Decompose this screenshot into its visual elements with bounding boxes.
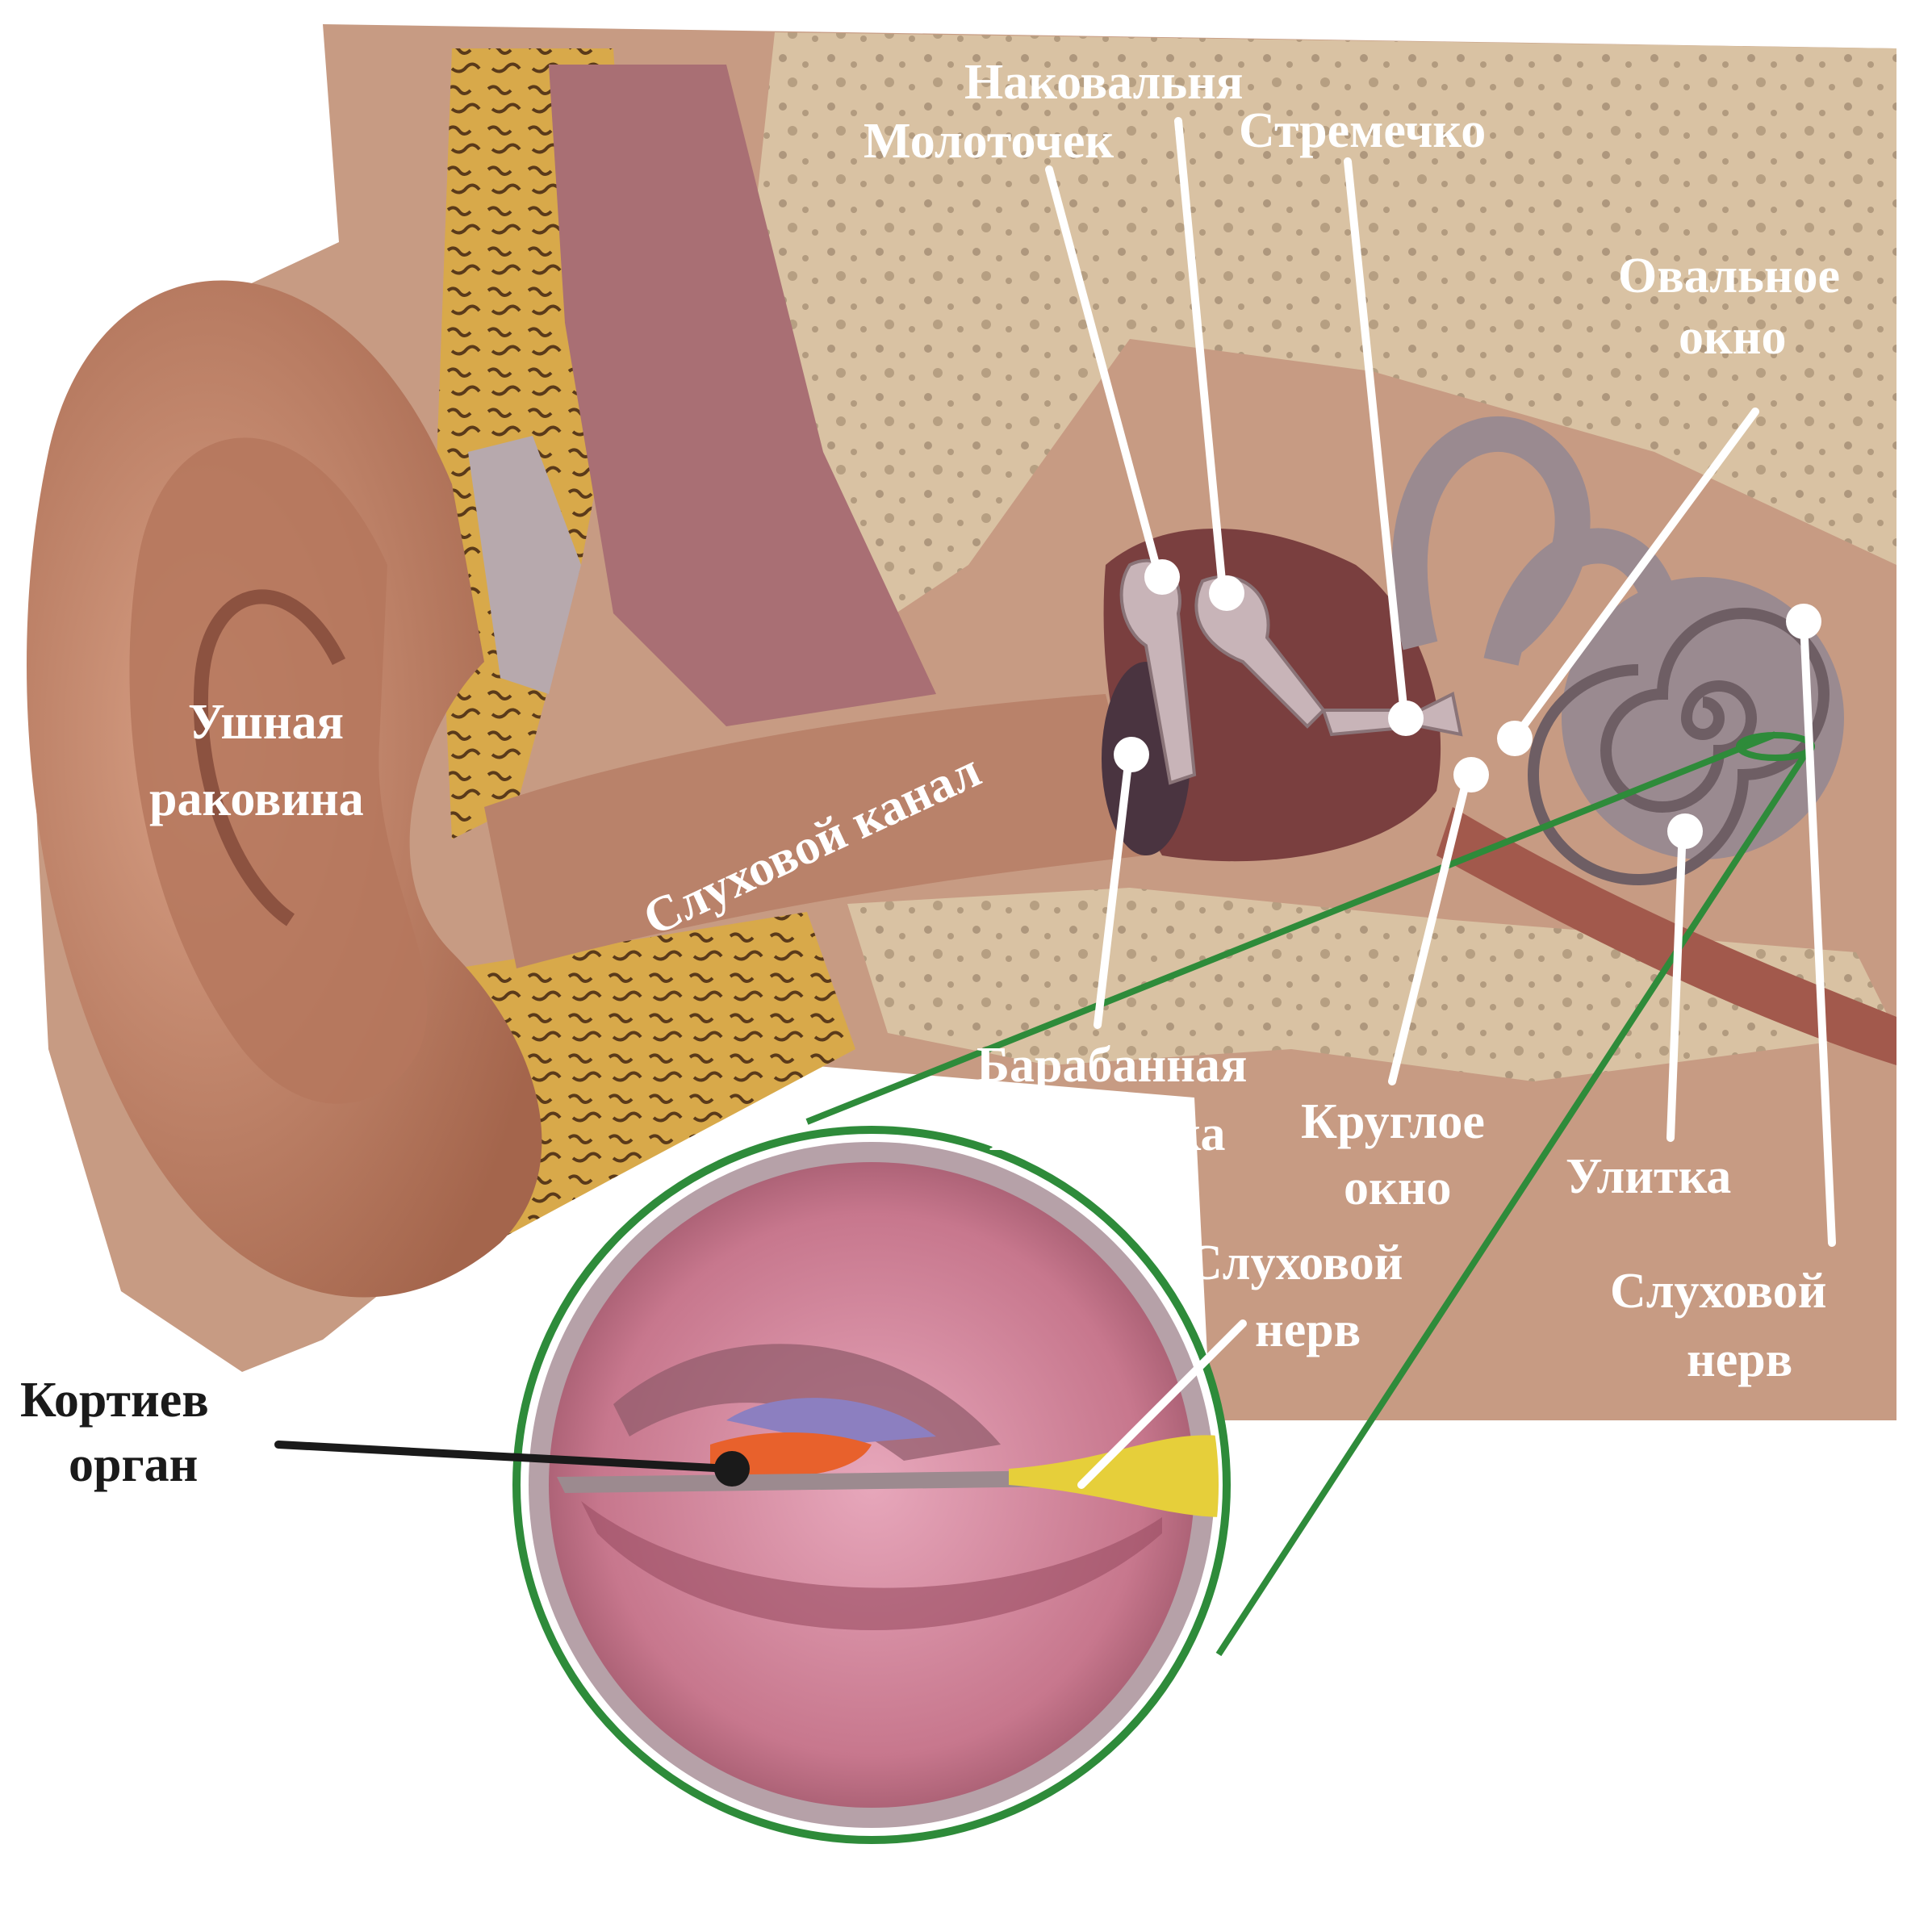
- label-round-window-2: окно: [1344, 1160, 1451, 1215]
- pointer-oval-window: [1513, 408, 1759, 738]
- pointer-eardrum: [1094, 746, 1134, 1029]
- pointer-hammer: [1045, 165, 1162, 577]
- label-anvil: Наковальня: [964, 55, 1243, 110]
- dot-stirrup: [1388, 700, 1424, 736]
- label-organ-of-corti-1: Кортиев: [20, 1373, 209, 1428]
- cartilage: [468, 436, 581, 694]
- pointer-stirrup: [1344, 157, 1408, 718]
- pointer-lines: [274, 117, 1836, 1489]
- label-oval-window-2: окно: [1679, 310, 1786, 365]
- label-auditory-nerve-1: Слуховой: [1610, 1264, 1826, 1319]
- pointer-inset-nerve: [1077, 1319, 1247, 1489]
- upper-bone: [726, 32, 1896, 646]
- dot-anvil: [1209, 575, 1244, 611]
- label-inset-nerve-2: нерв: [1255, 1303, 1361, 1357]
- pointer-cochlea: [1666, 823, 1687, 1142]
- label-cochlea: Улитка: [1566, 1149, 1731, 1204]
- pointer-organ-of-corti: [274, 1441, 734, 1473]
- label-inset-nerve-1: Слуховой: [1186, 1236, 1403, 1290]
- label-auditory-nerve-2: нерв: [1687, 1332, 1792, 1387]
- dot-hammer: [1144, 559, 1180, 595]
- pointer-dots: [714, 559, 1821, 1487]
- pointer-round-window: [1388, 767, 1473, 1085]
- dot-round-window: [1453, 757, 1489, 792]
- label-hammer: Молоточек: [864, 114, 1114, 169]
- dot-cochlea: [1667, 813, 1703, 849]
- dot-eardrum: [1114, 737, 1149, 772]
- ear-canal-shape: [484, 694, 1146, 968]
- label-eardrum-1: Барабанная: [976, 1038, 1247, 1093]
- zoom-line-lower: [1215, 748, 1811, 1657]
- zoom-inset: [512, 731, 1815, 1844]
- dot-auditory-nerve: [1786, 604, 1821, 639]
- pointer-auditory-nerve: [1800, 617, 1836, 1247]
- label-auricle-2: раковина: [149, 772, 364, 826]
- label-organ-of-corti-2: орган: [69, 1437, 198, 1492]
- dot-organ-of-corti: [714, 1451, 750, 1487]
- label-oval-window-1: Овальное: [1618, 249, 1840, 303]
- auricle-shape: [27, 280, 542, 1298]
- zoom-line-upper: [805, 731, 1777, 1125]
- label-eardrum-2: перепонка: [989, 1106, 1225, 1161]
- muscle-tissue: [549, 65, 936, 726]
- label-auricle-1: Ушная: [188, 695, 344, 750]
- pointer-anvil: [1174, 117, 1227, 593]
- auditory-nerve-shape: [1436, 807, 1896, 1065]
- label-stirrup: Стремечко: [1239, 103, 1486, 158]
- label-round-window-1: Круглое: [1301, 1094, 1485, 1149]
- ossicles: [1119, 558, 1463, 785]
- dot-oval-window: [1497, 721, 1533, 756]
